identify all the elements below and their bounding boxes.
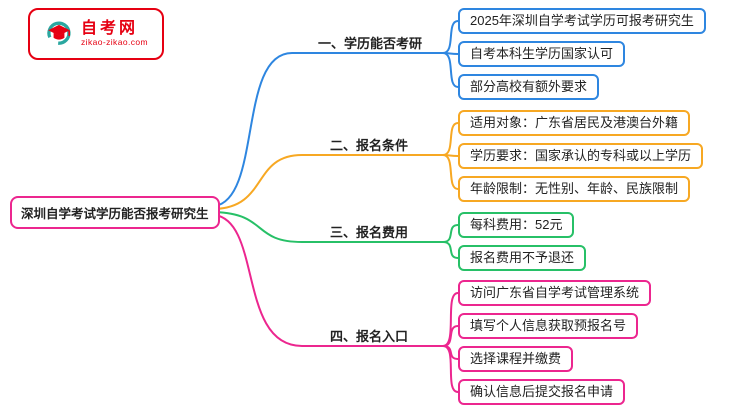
leaf-node: 适用对象：广东省居民及港澳台外籍 — [458, 110, 691, 136]
branch-3-label: 三、报名费用 — [330, 225, 409, 240]
leaf-node: 确认信息后提交报名申请 — [458, 379, 626, 405]
branch-1-label: 一、学历能否考研 — [318, 36, 423, 51]
leaf-node: 报名费用不予退还 — [458, 245, 587, 271]
leaf-node: 选择课程并缴费 — [458, 346, 574, 372]
logo-subtitle: zikao-zikao.com — [81, 37, 148, 48]
leaf-node: 访问广东省自学考试管理系统 — [458, 280, 652, 306]
leaf-node: 年龄限制：无性别、年龄、民族限制 — [458, 176, 691, 202]
leaf-node: 部分高校有额外要求 — [458, 74, 600, 100]
root-topic: 深圳自学考试学历能否报考研究生 — [10, 196, 220, 229]
leaf-node: 填写个人信息获取预报名号 — [458, 313, 639, 339]
site-logo: 自考网 zikao-zikao.com — [28, 8, 164, 60]
graduation-cap-icon — [44, 19, 74, 49]
leaf-node: 学历要求：国家承认的专科或以上学历 — [458, 143, 704, 169]
leaf-node: 每科费用：52元 — [458, 212, 575, 238]
leaf-node: 2025年深圳自学考试学历可报考研究生 — [458, 8, 706, 34]
branch-2-label: 二、报名条件 — [330, 138, 409, 153]
leaf-node: 自考本科生学历国家认可 — [458, 41, 626, 67]
branch-4-label: 四、报名入口 — [330, 329, 409, 344]
logo-title: 自考网 — [81, 19, 139, 37]
